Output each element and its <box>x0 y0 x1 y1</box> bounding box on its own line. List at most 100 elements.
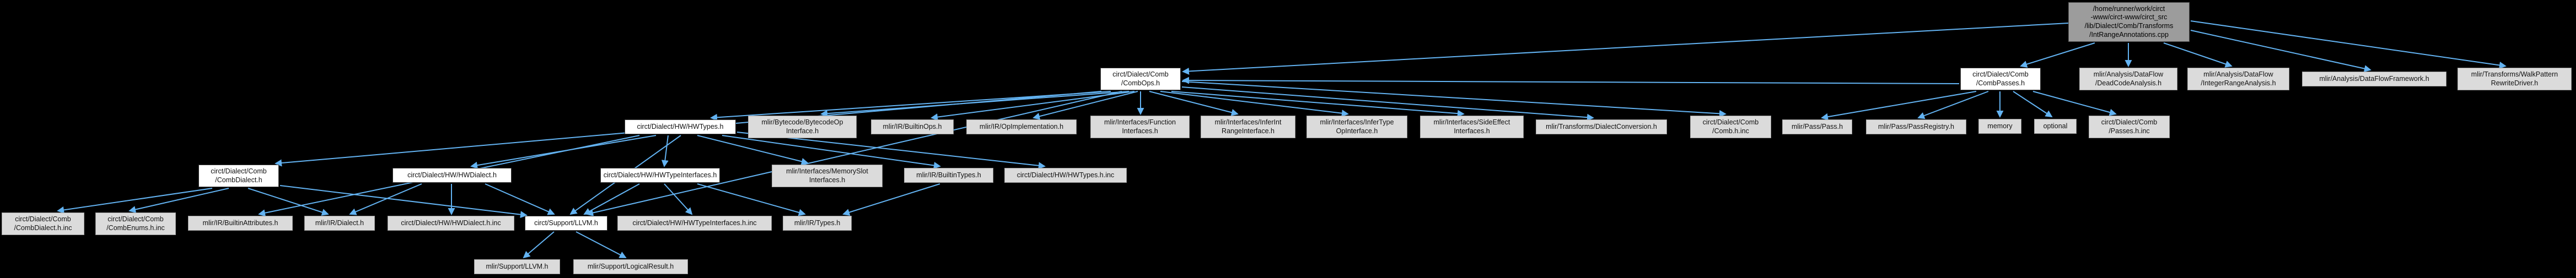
graph-node-label: circt/Dialect/Comb /Comb.h.inc <box>1702 118 1759 135</box>
graph-node-label: mlir/IR/OpImplementation.h <box>979 122 1064 130</box>
edge-hwdialect-to-dialect <box>349 183 422 215</box>
edge-root-to-intrange_analysis <box>2163 42 2233 68</box>
graph-node-hwdialect[interactable]: circt/Dialect/HW/HWDialect.h <box>392 168 512 183</box>
graph-node-dfframework[interactable]: mlir/Analysis/DataFlowFramework.h <box>2302 72 2446 86</box>
graph-node-memslot[interactable]: mlir/Interfaces/MemorySlot Interfaces.h <box>772 165 883 187</box>
graph-node-combinc[interactable]: circt/Dialect/Comb /Comb.h.inc <box>1690 116 1771 138</box>
graph-node-hwtypeifinc[interactable]: circt/Dialect/HW/HWTypeInterfaces.h.inc <box>617 216 772 231</box>
graph-node-logicalresult[interactable]: mlir/Support/LogicalResult.h <box>573 259 688 274</box>
edge-combops-to-opimpl <box>1032 91 1138 120</box>
graph-node-combenumsinc[interactable]: circt/Dialect/Comb /CombEnums.h.inc <box>95 212 176 235</box>
graph-node-sideeffect[interactable]: mlir/Interfaces/SideEffect Interfaces.h <box>1420 116 1524 138</box>
graph-node-dialectconv[interactable]: mlir/Transforms/DialectConversion.h <box>1536 119 1667 134</box>
graph-node-combops[interactable]: circt/Dialect/Comb /CombOps.h <box>1100 68 1181 90</box>
graph-node-hwtypes[interactable]: circt/Dialect/HW/HWTypes.h <box>625 119 736 134</box>
graph-node-label: mlir/IR/Types.h <box>794 219 841 227</box>
graph-node-bytecode[interactable]: mlir/Bytecode/BytecodeOp Interface.h <box>748 116 857 138</box>
graph-node-hwdialectinc[interactable]: circt/Dialect/HW/HWDialect.h.inc <box>388 216 514 231</box>
graph-node-builtinops[interactable]: mlir/IR/BuiltinOps.h <box>871 119 954 134</box>
edge-combops-to-builtinops <box>931 91 1135 121</box>
graph-node-memory[interactable]: memory <box>1978 119 2021 134</box>
edge-combdialect-to-circtllvm <box>279 185 528 219</box>
edge-combpasses-to-pass <box>1821 91 1977 121</box>
graph-node-label: mlir/Transforms/WalkPattern RewriteDrive… <box>2471 70 2558 87</box>
graph-node-label: circt/Dialect/Comb /CombEnums.h.inc <box>106 215 165 232</box>
edge-combops-to-hwtypes <box>710 91 1111 121</box>
graph-node-label: circt/Dialect/Comb /CombOps.h <box>1112 70 1169 87</box>
graph-node-label: circt/Dialect/HW/HWTypes.h <box>637 122 724 130</box>
edge-combops-to-sideeffect <box>1171 91 1465 117</box>
graph-node-label: mlir/Interfaces/SideEffect Interfaces.h <box>1433 118 1510 135</box>
graph-node-label: mlir/IR/BuiltinOps.h <box>883 122 942 130</box>
graph-node-label: mlir/Analysis/DataFlow /DeadCodeAnalysis… <box>2093 70 2164 87</box>
graph-node-combpasses[interactable]: circt/Dialect/Comb /CombPasses.h <box>1960 68 2041 90</box>
edge-combops-to-infertype <box>1160 91 1349 117</box>
edge-hwtypeif-to-hwtypeifinc <box>664 183 693 215</box>
graph-node-builtintypes[interactable]: mlir/IR/BuiltinTypes.h <box>904 168 993 183</box>
graph-node-label: mlir/Analysis/DataFlow /IntegerRangeAnal… <box>2201 70 2276 87</box>
graph-node-passregistry[interactable]: mlir/Pass/PassRegistry.h <box>1866 119 1966 134</box>
graph-node-label: circt/Dialect/HW/HWTypes.h.inc <box>1017 171 1115 179</box>
graph-node-label: circt/Dialect/Comb /CombDialect.h.inc <box>14 215 72 232</box>
graph-node-optional[interactable]: optional <box>2034 119 2077 134</box>
graph-node-label: mlir/Interfaces/InferInt RangeInterface.… <box>1214 118 1282 135</box>
edge-combops-to-inferint <box>1149 91 1239 116</box>
edge-combops-to-circtllvm <box>586 91 1122 216</box>
graph-node-combdialect[interactable]: circt/Dialect/Comb /CombDialect.h <box>198 165 279 187</box>
graph-node-label: circt/Dialect/Comb /Passes.h.inc <box>2101 118 2158 135</box>
graph-node-label: circt/Dialect/Comb /CombDialect.h <box>211 167 267 184</box>
graph-node-label: memory <box>1987 122 2013 130</box>
graph-node-label: mlir/IR/BuiltinAttributes.h <box>202 219 278 227</box>
graph-node-walkpattern[interactable]: mlir/Transforms/WalkPattern RewriteDrive… <box>2457 68 2572 90</box>
graph-node-label: optional <box>2043 122 2068 130</box>
graph-node-pass[interactable]: mlir/Pass/Pass.h <box>1782 119 1852 134</box>
edge-combdialect-to-combenumsinc <box>128 188 229 213</box>
edge-hwtypes-to-hwdialect <box>470 135 657 169</box>
graph-node-label: mlir/Interfaces/Function Interfaces.h <box>1104 118 1176 135</box>
edge-builtintypes-to-types <box>842 183 940 216</box>
graph-node-infertype[interactable]: mlir/Interfaces/InferType OpInterface.h <box>1306 116 1407 138</box>
graph-node-inferint[interactable]: mlir/Interfaces/InferInt RangeInterface.… <box>1201 116 1295 138</box>
graph-node-types[interactable]: mlir/IR/Types.h <box>783 216 852 231</box>
graph-node-opimpl[interactable]: mlir/IR/OpImplementation.h <box>966 119 1077 134</box>
edge-hwtypes-to-builtintypes <box>722 135 941 169</box>
graph-node-label: mlir/Interfaces/MemorySlot Interfaces.h <box>786 167 868 184</box>
edge-circtllvm-to-logicalresult <box>576 231 627 258</box>
edge-root-to-walkpattern <box>2190 20 2507 69</box>
edge-combops-to-bytecode <box>820 91 1130 117</box>
graph-node-circtllvm[interactable]: circt/Support/LLVM.h <box>525 216 607 231</box>
edge-hwtypeif-to-circtllvm <box>583 183 640 215</box>
edge-root-to-combpasses <box>2020 42 2095 68</box>
edge-hwtypeif-to-types <box>697 183 806 216</box>
edge-combpasses-to-combops <box>1182 77 1960 84</box>
graph-node-label: mlir/Pass/PassRegistry.h <box>1878 122 1954 130</box>
edge-hwtypes-to-hwtypeif <box>661 135 669 167</box>
graph-node-hwtypeif[interactable]: circt/Dialect/HW/HWTypeInterfaces.h <box>600 168 720 183</box>
edge-combpasses-to-optional <box>2013 91 2053 118</box>
graph-node-label: /home/runner/work/circt -www/circt-www/c… <box>2084 4 2174 39</box>
graph-node-passesinc[interactable]: circt/Dialect/Comb /Passes.h.inc <box>2089 116 2170 138</box>
graph-node-label: mlir/Analysis/DataFlowFramework.h <box>2319 74 2429 83</box>
edge-combdialect-to-dialect <box>248 188 329 216</box>
edge-combpasses-to-passesinc <box>2032 91 2117 116</box>
graph-node-label: mlir/Support/LLVM.h <box>486 262 548 270</box>
graph-node-label: mlir/Bytecode/BytecodeOp Interface.h <box>761 118 843 135</box>
graph-node-dialect[interactable]: mlir/IR/Dialect.h <box>304 216 375 231</box>
graph-node-mlirllvm[interactable]: mlir/Support/LLVM.h <box>474 259 560 274</box>
graph-node-label: circt/Dialect/Comb /CombPasses.h <box>1972 70 2029 87</box>
graph-node-hwtypesinc[interactable]: circt/Dialect/HW/HWTypes.h.inc <box>1004 168 1127 183</box>
graph-node-label: circt/Dialect/HW/HWTypeInterfaces.h.inc <box>632 219 757 227</box>
graph-node-label: mlir/Pass/Pass.h <box>1791 122 1843 130</box>
graph-node-combdialectinc[interactable]: circt/Dialect/Comb /CombDialect.h.inc <box>2 212 84 235</box>
graph-node-deadcode[interactable]: mlir/Analysis/DataFlow /DeadCodeAnalysis… <box>2079 68 2177 90</box>
graph-node-label: mlir/IR/Dialect.h <box>315 219 364 227</box>
graph-node-label: mlir/IR/BuiltinTypes.h <box>916 171 981 179</box>
graph-node-intrange_analysis[interactable]: mlir/Analysis/DataFlow /IntegerRangeAnal… <box>2187 68 2289 90</box>
graph-node-label: circt/Dialect/HW/HWDialect.h <box>407 171 497 179</box>
edge-root-to-combops <box>1182 23 2069 75</box>
graph-node-funcif[interactable]: mlir/Interfaces/Function Interfaces.h <box>1090 116 1190 138</box>
graph-node-label: mlir/Interfaces/InferType OpInterface.h <box>1320 118 1394 135</box>
graph-node-builtinattrs[interactable]: mlir/IR/BuiltinAttributes.h <box>188 216 293 231</box>
